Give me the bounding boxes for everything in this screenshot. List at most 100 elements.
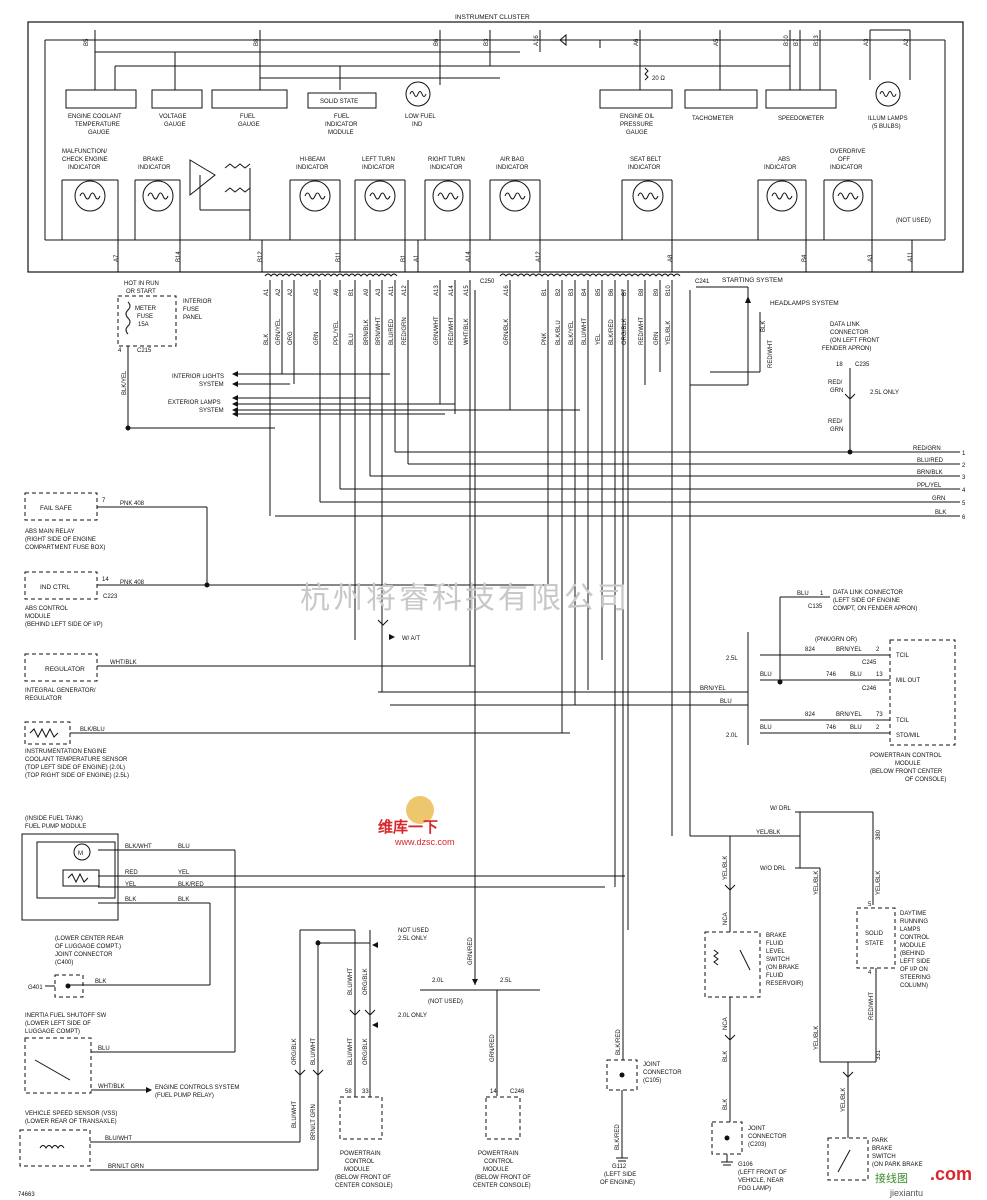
svg-text:RESERVOIR): RESERVOIR) <box>766 981 803 987</box>
svg-text:2.0L: 2.0L <box>726 733 738 739</box>
svg-text:LAMPS: LAMPS <box>900 927 920 933</box>
svg-text:(LEFT FRONT OF: (LEFT FRONT OF <box>738 1170 787 1176</box>
watermark-site: 维库一下 <box>378 818 438 836</box>
watermark-jiexiantu: jiexiantu <box>889 1188 923 1198</box>
svg-text:CONNECTOR: CONNECTOR <box>643 1070 682 1076</box>
svg-text:824: 824 <box>805 647 816 653</box>
harness-wire-color: BRN/WHT <box>376 317 382 345</box>
svg-text:2.5L ONLY: 2.5L ONLY <box>398 936 427 942</box>
svg-text:(TOP RIGHT SIDE OF ENGINE) (2.: (TOP RIGHT SIDE OF ENGINE) (2.5L) <box>25 773 129 779</box>
harness-pin: A6 <box>334 288 340 296</box>
svg-text:POWERTRAIN CONTROL: POWERTRAIN CONTROL <box>870 753 942 759</box>
svg-text:INTERIOR: INTERIOR <box>183 299 212 305</box>
svg-text:ABS CONTROL: ABS CONTROL <box>25 606 69 612</box>
svg-text:C246: C246 <box>510 1089 525 1095</box>
svg-text:SOLID: SOLID <box>865 931 884 937</box>
svg-text:FUEL: FUEL <box>240 114 256 120</box>
svg-text:C245: C245 <box>862 660 877 666</box>
svg-text:(C400): (C400) <box>55 960 73 966</box>
svg-text:SYSTEM: SYSTEM <box>199 408 224 414</box>
svg-text:(LEFT SIDE: (LEFT SIDE <box>604 1172 636 1178</box>
svg-text:YEL/BLK: YEL/BLK <box>723 856 729 880</box>
svg-text:A11: A11 <box>908 251 914 262</box>
svg-text:HOT IN RUN: HOT IN RUN <box>124 281 159 287</box>
svg-text:BRN/YEL: BRN/YEL <box>700 686 726 692</box>
svg-text:CHECK ENGINE: CHECK ENGINE <box>62 157 108 163</box>
svg-text:MALFUNCTION/: MALFUNCTION/ <box>62 149 107 155</box>
harness-wire-color: GRN <box>654 332 660 345</box>
gauge-tachometer: TACHOMETER <box>684 89 758 122</box>
svg-text:G106: G106 <box>738 1162 753 1168</box>
svg-text:GRN: GRN <box>830 427 843 433</box>
interior-fuse-panel: HOT IN RUN OR START METER FUSE 15A INTER… <box>117 281 275 431</box>
svg-text:LEFT SIDE: LEFT SIDE <box>900 959 930 965</box>
svg-text:CONTROL: CONTROL <box>900 935 930 941</box>
svg-text:B14: B14 <box>176 251 182 262</box>
svg-text:SYSTEM: SYSTEM <box>199 382 224 388</box>
svg-text:BRN/BLK: BRN/BLK <box>917 470 943 476</box>
instrument-cluster-box <box>27 21 964 273</box>
brake-fluid-switch: YEL/BLK NCA BRAKE FLUID LEVEL SWITCH (ON… <box>689 290 803 1192</box>
harness-pin: A9 <box>364 288 370 296</box>
svg-text:YEL/BLK: YEL/BLK <box>814 1026 820 1050</box>
svg-text:(ON BRAKE: (ON BRAKE <box>766 965 799 971</box>
joint-connector-c400: (LOWER CENTER REAR OF LUGGAGE COMPT.) JO… <box>28 936 124 998</box>
svg-text:POWERTRAIN: POWERTRAIN <box>340 1151 381 1157</box>
svg-text:NCA: NCA <box>723 912 729 925</box>
svg-text:LOW FUEL: LOW FUEL <box>405 114 436 120</box>
svg-text:FLUID: FLUID <box>766 941 784 947</box>
svg-text:GRN/RED: GRN/RED <box>468 937 474 965</box>
svg-text:PPL/YEL: PPL/YEL <box>917 483 942 489</box>
svg-text:(BEHIND LEFT SIDE OF I/P): (BEHIND LEFT SIDE OF I/P) <box>25 622 103 628</box>
svg-text:WHT/BLK: WHT/BLK <box>110 660 137 666</box>
svg-text:LEVEL: LEVEL <box>766 949 785 955</box>
indicator-overdrive-off: OVERDRIVE OFF INDICATOR <box>823 149 873 240</box>
svg-text:RED/WHT: RED/WHT <box>869 992 875 1020</box>
watermarks: 杭州将睿科技有限公司 维库一下 www.dzsc.com 接线图 .com ji… <box>300 581 972 1198</box>
harness-wire-color: GRN/YEL <box>276 318 282 345</box>
svg-text:BLU/WHT: BLU/WHT <box>348 1038 354 1065</box>
svg-text:2: 2 <box>962 463 966 469</box>
svg-text:BRN/YEL: BRN/YEL <box>836 712 862 718</box>
svg-text:W/O DRL: W/O DRL <box>760 866 786 872</box>
svg-text:B10: B10 <box>784 35 790 46</box>
harness-wire-color: ORG/BLK <box>622 318 628 345</box>
svg-text:B13: B13 <box>814 35 820 46</box>
svg-text:B7: B7 <box>794 38 800 46</box>
svg-text:FAIL SAFE: FAIL SAFE <box>40 505 73 512</box>
ect-sensor: BLK/BLU INSTRUMENTATION ENGINE COOLANT T… <box>24 721 570 779</box>
svg-text:GRN: GRN <box>830 388 843 394</box>
indicator-left-turn: LEFT TURN INDICATOR <box>354 157 406 240</box>
svg-text:YEL: YEL <box>125 882 137 888</box>
svg-text:DATA LINK CONNECTOR: DATA LINK CONNECTOR <box>833 590 904 596</box>
svg-text:TCIL: TCIL <box>896 653 910 659</box>
svg-text:SPEEDOMETER: SPEEDOMETER <box>778 116 825 122</box>
svg-text:B1: B1 <box>401 254 407 262</box>
svg-text:SWITCH: SWITCH <box>766 957 790 963</box>
harness-wires: BLKA1GRN/YELA2ORGA2GRNA5PPL/YELA6BLUB1BR… <box>117 240 913 930</box>
svg-text:GAUGE: GAUGE <box>626 130 648 136</box>
svg-text:SWITCH: SWITCH <box>872 1154 896 1160</box>
svg-text:BLU: BLU <box>98 1046 110 1052</box>
cluster-title: INSTRUMENT CLUSTER <box>455 14 530 21</box>
svg-text:IND: IND <box>412 122 423 128</box>
svg-text:DATA LINK: DATA LINK <box>830 322 860 328</box>
indicator-abs: ABS INDICATOR <box>757 157 807 240</box>
svg-text:GRN: GRN <box>932 496 945 502</box>
svg-text:W/ A/T: W/ A/T <box>402 636 420 642</box>
svg-text:A16: A16 <box>534 35 540 46</box>
svg-text:CONTROL: CONTROL <box>345 1159 375 1165</box>
harness-pin: A14 <box>449 285 455 296</box>
svg-text:A1: A1 <box>414 254 420 262</box>
lights-systems: INTERIOR LIGHTS SYSTEM EXTERIOR LAMPS SY… <box>168 371 580 417</box>
svg-text:OF LUGGAGE COMPT.): OF LUGGAGE COMPT.) <box>55 944 121 950</box>
harness-pin: A15 <box>464 285 470 296</box>
svg-text:4: 4 <box>118 348 122 354</box>
svg-text:VEHICLE SPEED SENSOR (VSS): VEHICLE SPEED SENSOR (VSS) <box>25 1111 117 1117</box>
svg-text:INDICATOR: INDICATOR <box>296 165 329 171</box>
svg-text:18: 18 <box>836 362 843 368</box>
svg-text:ENGINE COOLANT: ENGINE COOLANT <box>68 114 122 120</box>
harness-wire-color: BLU <box>349 333 355 345</box>
svg-text:(RIGHT SIDE OF ENGINE: (RIGHT SIDE OF ENGINE <box>25 537 96 543</box>
svg-text:(TOP LEFT SIDE OF ENGINE) (2.0: (TOP LEFT SIDE OF ENGINE) (2.0L) <box>25 765 125 771</box>
